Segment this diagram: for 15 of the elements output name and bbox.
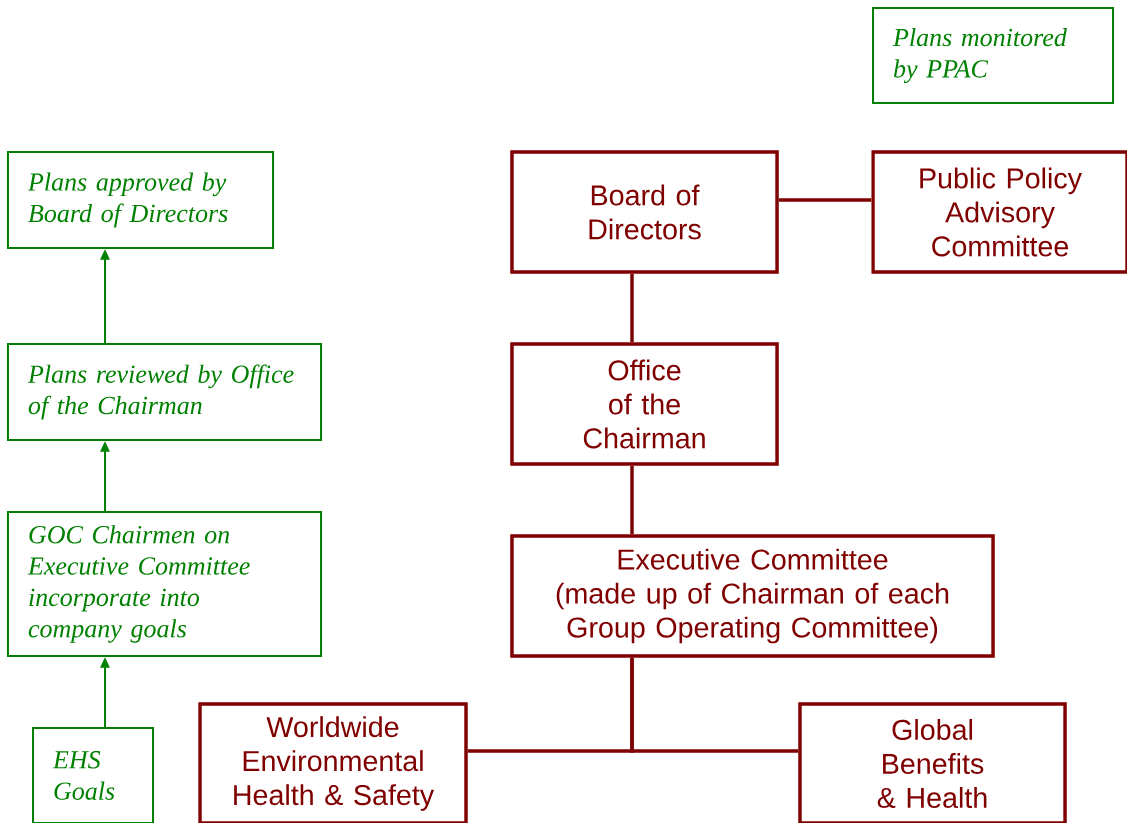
note-box: GOC Chairmen on Executive Committee incorporate into company goals <box>7 511 323 657</box>
connector <box>630 657 799 753</box>
org-box: Board of Directors <box>510 150 779 274</box>
note-box: Plans monitored by PPAC <box>872 7 1114 104</box>
org-box: Public Policy Advisory Committee <box>871 150 1127 274</box>
note-box: EHS Goals <box>32 727 154 823</box>
note-box: Plans approved by Board of Directors <box>7 151 275 249</box>
org-box: Global Benefits & Health <box>798 702 1067 823</box>
note-box: Plans reviewed by Office of the Chairman <box>7 343 323 441</box>
org-box: Office of the Chairman <box>510 342 779 466</box>
connector <box>778 198 872 202</box>
connector <box>630 273 634 343</box>
connector <box>630 465 634 535</box>
org-box: Worldwide Environmental Health & Safety <box>198 702 468 823</box>
org-box: Executive Committee (made up of Chairman of each Group Operating Committee) <box>510 534 995 658</box>
